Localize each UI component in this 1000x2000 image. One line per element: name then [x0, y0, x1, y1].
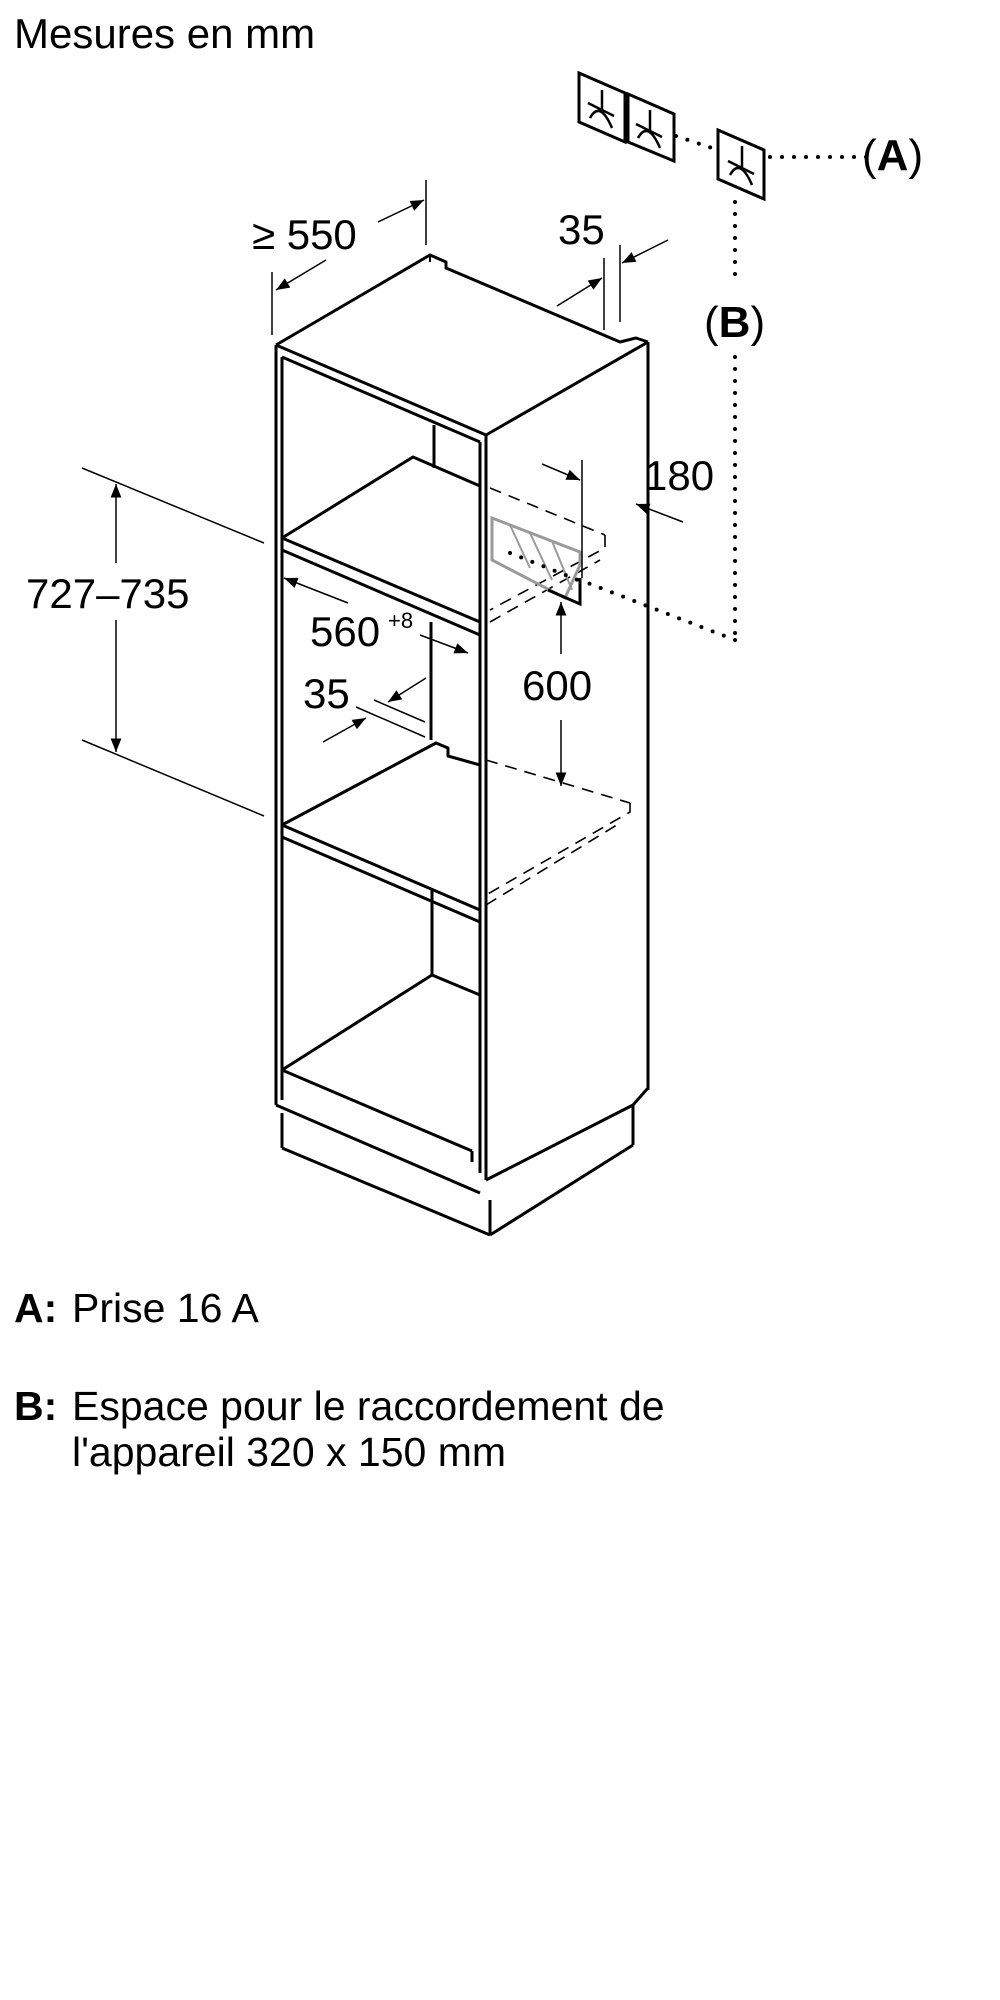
dim-shelf-setback: 35 — [303, 670, 350, 717]
dim-connection-height: 600 — [522, 662, 592, 709]
legend-text-line2: l'appareil 320 x 150 mm — [72, 1429, 507, 1475]
socket-icon — [577, 70, 766, 202]
dim-connection-offset: 180 — [644, 452, 714, 499]
legend-item-a: A: Prise 16 A — [14, 1285, 259, 1331]
dotted-connectors — [508, 134, 872, 642]
callout-b-letter: B — [719, 298, 751, 347]
dim-depth-min: ≥ 550 — [252, 211, 357, 258]
dim-back-gap: 35 — [558, 206, 605, 253]
connection-box-edge — [547, 578, 582, 607]
dim-niche-height: 727–735 — [26, 570, 190, 617]
legend-text-line1: Espace pour le raccordement de — [72, 1383, 665, 1429]
page-title: Mesures en mm — [14, 10, 316, 57]
cabinet — [274, 253, 650, 1237]
installation-diagram: ≥ 550 35 180 727–735 560 +8 35 600 (A) (… — [26, 70, 923, 1237]
callout-b: (B) — [704, 298, 765, 347]
connection-space-hatched — [490, 515, 582, 601]
legend-text: Prise 16 A — [72, 1285, 259, 1331]
legend-key: B: — [14, 1383, 58, 1429]
dim-niche-width-tolerance: +8 — [388, 608, 413, 633]
callout-a: (A) — [862, 131, 923, 180]
callout-a-letter: A — [877, 131, 909, 180]
svg-text:(B): (B) — [704, 298, 765, 347]
dim-niche-width: 560 — [310, 608, 380, 655]
svg-text:(A): (A) — [862, 131, 923, 180]
legend-key: A: — [14, 1285, 58, 1331]
dimension-lines — [81, 180, 684, 817]
